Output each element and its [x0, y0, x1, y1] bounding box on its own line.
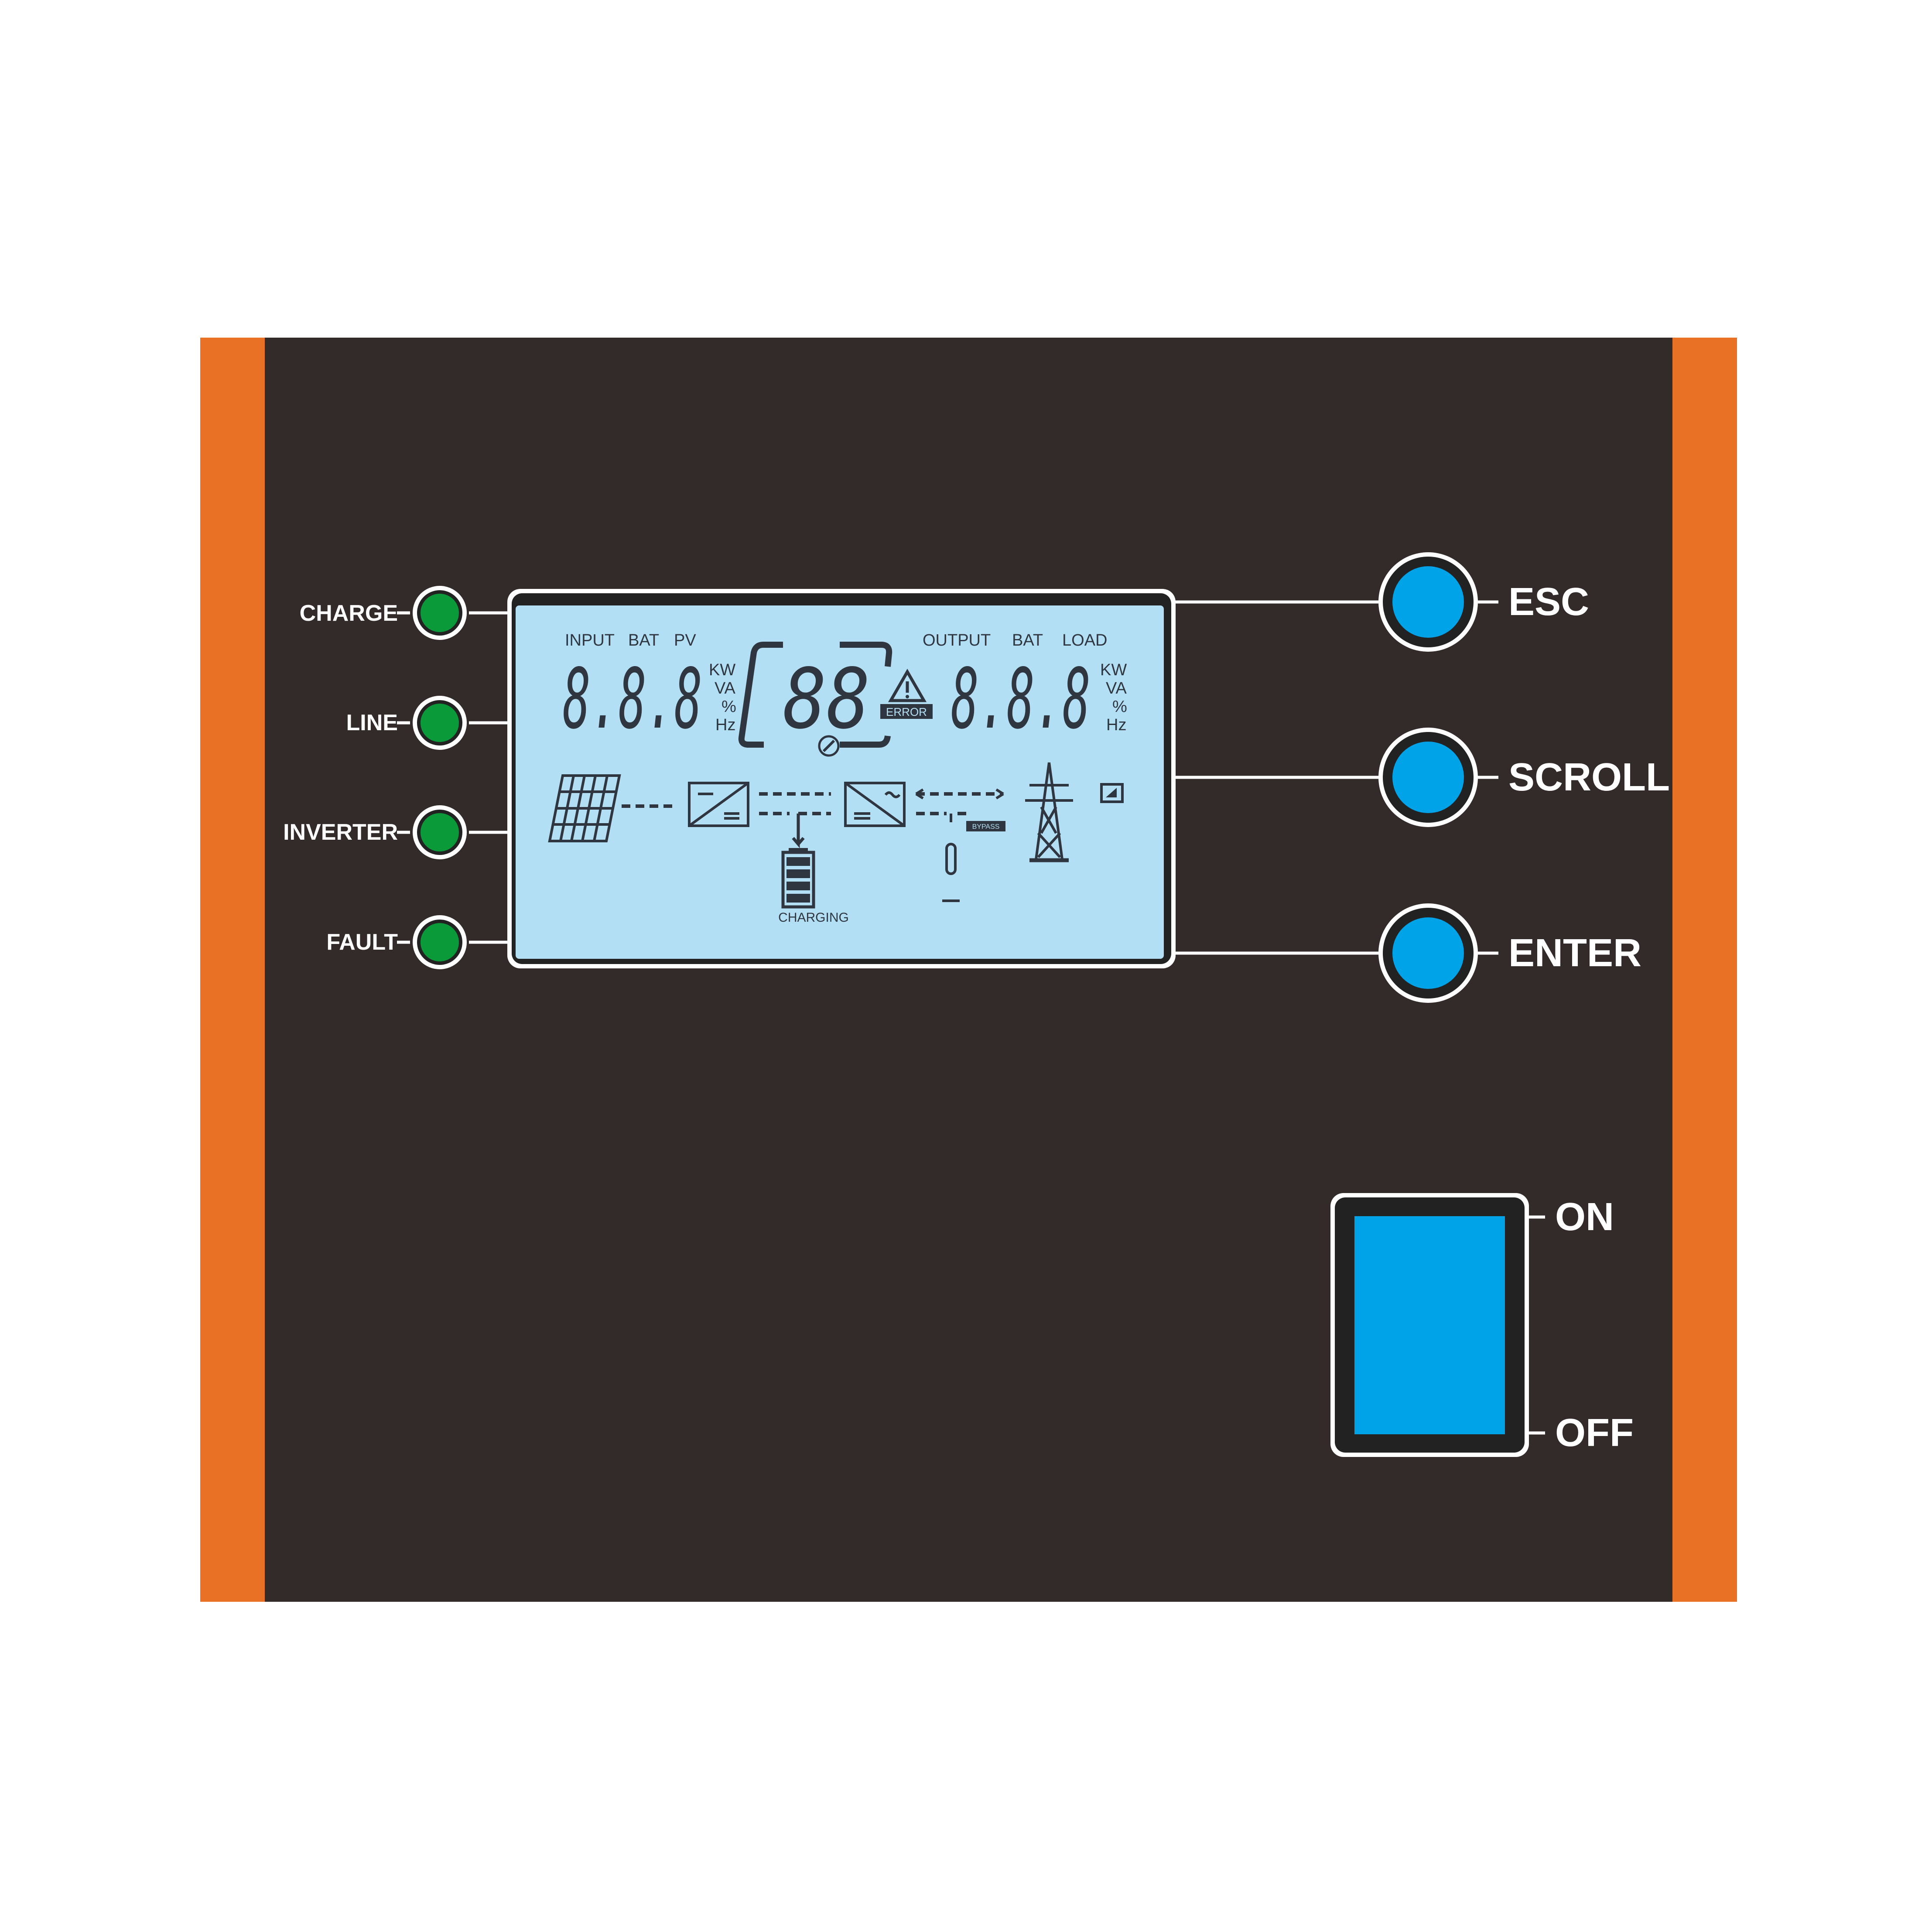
lcd-label-bat-right: BAT: [1012, 631, 1043, 650]
switch-off-label: OFF: [1555, 1411, 1634, 1455]
switch-on-label: ON: [1555, 1195, 1614, 1239]
flow-arrow-battery: [792, 814, 805, 848]
lcd-bypass-label: BYPASS: [972, 823, 1000, 831]
lcd-label-output: OUTPUT: [923, 631, 991, 650]
bypass-badge: [966, 821, 1005, 831]
indicator-label-charge: CHARGE: [299, 601, 398, 626]
dc-dc-converter-icon: [688, 782, 749, 827]
led-inverter: [413, 805, 467, 859]
indicator-label-fault: FAULT: [326, 930, 398, 955]
lcd-left-unit-kw: KW: [709, 661, 735, 679]
grid-tower-icon: [1025, 762, 1073, 862]
solar-panel-icon: [548, 774, 621, 842]
lcd-center-bracket-top: [840, 642, 892, 667]
lcd-right-digits: 8.8.8: [951, 651, 1091, 747]
error-badge: [880, 704, 933, 719]
warning-icon: [888, 668, 927, 702]
led-charge: [413, 586, 467, 640]
led-fault: [413, 915, 467, 969]
enter-button[interactable]: [1378, 903, 1478, 1003]
esc-button-label: ESC: [1508, 580, 1590, 624]
flow-arrows-ac: [915, 788, 1004, 800]
lcd-label-pv: PV: [674, 631, 696, 650]
led-line: [413, 696, 467, 750]
lcd-center-digits: 88: [783, 651, 870, 747]
lcd-right-unit-percent: %: [1112, 698, 1127, 716]
load-icon: [942, 814, 960, 902]
lcd-right-unit-kw: KW: [1100, 661, 1127, 679]
lcd-right-unit-va: VA: [1106, 679, 1127, 698]
power-rocker-switch[interactable]: [1330, 1193, 1529, 1457]
esc-button[interactable]: [1378, 552, 1478, 652]
indicator-label-inverter: INVERTER: [283, 820, 398, 845]
lcd-label-load: LOAD: [1062, 631, 1107, 650]
lcd-display: INPUT BAT PV 8.8.8 KW VA % Hz 88 ERROR O…: [507, 589, 1176, 968]
indicator-label-line: LINE: [346, 710, 398, 735]
left-accent-stripe: [200, 338, 265, 1602]
right-accent-stripe: [1672, 338, 1737, 1602]
lcd-center-bracket-left: [738, 642, 783, 748]
lcd-charging-label: CHARGING: [778, 910, 849, 925]
lcd-label-input: INPUT: [565, 631, 615, 650]
lcd-label-bat-left: BAT: [628, 631, 659, 650]
scroll-button-label: SCROLL: [1508, 756, 1670, 799]
lcd-left-digits: 8.8.8: [563, 651, 702, 747]
connector-lines: [397, 600, 1545, 1435]
mute-icon: [1100, 783, 1124, 803]
wrench-icon: [818, 735, 840, 757]
battery-icon: [781, 848, 815, 909]
lcd-right-unit-hz: Hz: [1106, 716, 1126, 734]
lcd-error-label: ERROR: [886, 705, 927, 718]
scroll-button[interactable]: [1378, 728, 1478, 827]
lcd-center-bracket-bottom: [840, 735, 891, 748]
lcd-left-unit-percent: %: [722, 698, 736, 716]
lcd-left-unit-hz: Hz: [715, 716, 735, 734]
enter-button-label: ENTER: [1508, 931, 1642, 975]
lcd-left-unit-va: VA: [715, 679, 736, 698]
inverter-icon: [844, 782, 906, 827]
